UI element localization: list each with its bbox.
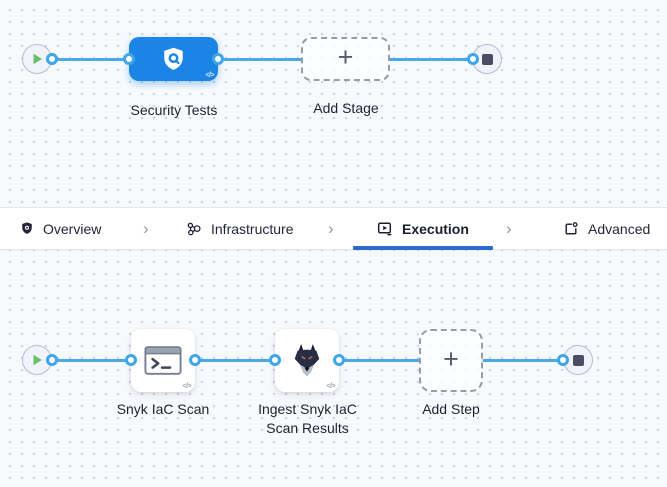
- yaml-code-badge: </>: [326, 383, 335, 390]
- start-node-out-port[interactable]: [46, 53, 58, 65]
- yaml-code-badge: </>: [205, 72, 214, 79]
- step2-in-port[interactable]: [269, 354, 281, 366]
- step-node-ingest-snyk-results[interactable]: </>: [275, 329, 339, 392]
- step1-label: Snyk IaC Scan: [116, 401, 210, 417]
- shield-icon: [22, 222, 32, 234]
- step2-out-port[interactable]: [333, 354, 345, 366]
- tab-execution-label: Execution: [402, 220, 469, 237]
- edge-step1-to-step2: [193, 358, 277, 362]
- steps-end-in-port[interactable]: [557, 354, 569, 366]
- play-icon: [33, 53, 42, 65]
- active-tab-underline: [353, 246, 493, 250]
- tab-infrastructure-label: Infrastructure: [211, 220, 294, 237]
- add-stage-button[interactable]: +: [301, 37, 390, 81]
- end-node-in-port[interactable]: [467, 53, 479, 65]
- chevron-right-icon: ›: [143, 218, 149, 238]
- chevron-right-icon: ›: [506, 218, 512, 238]
- execution-play-icon: [377, 221, 392, 235]
- step-node-snyk-iac-scan[interactable]: </>: [131, 329, 195, 392]
- chevron-right-icon: ›: [328, 218, 334, 238]
- tab-infrastructure[interactable]: Infrastructure: [186, 208, 293, 249]
- add-step-label: Add Step: [422, 401, 480, 417]
- stage-in-port[interactable]: [123, 53, 135, 65]
- edge-step2-to-addstep: [337, 358, 421, 362]
- add-stage-label: Add Stage: [313, 100, 379, 116]
- edge-addstep-to-end: [481, 358, 565, 362]
- stage-node-security-tests[interactable]: </>: [129, 37, 218, 81]
- step1-in-port[interactable]: [125, 354, 137, 366]
- advanced-gear-icon: [565, 221, 578, 235]
- stop-icon: [481, 53, 493, 65]
- add-step-button[interactable]: +: [419, 329, 483, 392]
- stage-label: Security Tests: [130, 102, 218, 118]
- pipeline-end-node[interactable]: [472, 44, 502, 74]
- yaml-code-badge: </>: [182, 383, 191, 390]
- stop-icon: [572, 354, 584, 366]
- infrastructure-nodes-icon: [187, 222, 201, 235]
- stage-config-tab-bar: Overview › Infrastructure › Execution ›: [0, 207, 667, 250]
- plus-icon: +: [337, 42, 354, 72]
- tab-advanced-label: Advanced: [588, 220, 651, 237]
- tab-execution[interactable]: Execution: [377, 208, 469, 249]
- edge-addstage-to-end: [388, 57, 474, 61]
- step2-label: Ingest Snyk IaC Scan Results: [258, 401, 357, 436]
- steps-start-out-port[interactable]: [46, 354, 58, 366]
- stage-out-port[interactable]: [212, 53, 224, 65]
- play-icon: [33, 354, 42, 366]
- edge-stage-to-addstage: [216, 57, 303, 61]
- terminal-icon: [144, 346, 182, 375]
- edge-start-to-step1: [50, 358, 133, 362]
- tab-overview[interactable]: Overview: [20, 208, 101, 249]
- snyk-dog-icon: [294, 343, 320, 376]
- tab-overview-label: Overview: [43, 220, 102, 237]
- edge-start-to-stage: [50, 57, 131, 61]
- tab-advanced[interactable]: Advanced: [563, 208, 650, 249]
- plus-icon: +: [443, 343, 459, 374]
- step1-out-port[interactable]: [189, 354, 201, 366]
- security-shield-icon: [164, 47, 183, 70]
